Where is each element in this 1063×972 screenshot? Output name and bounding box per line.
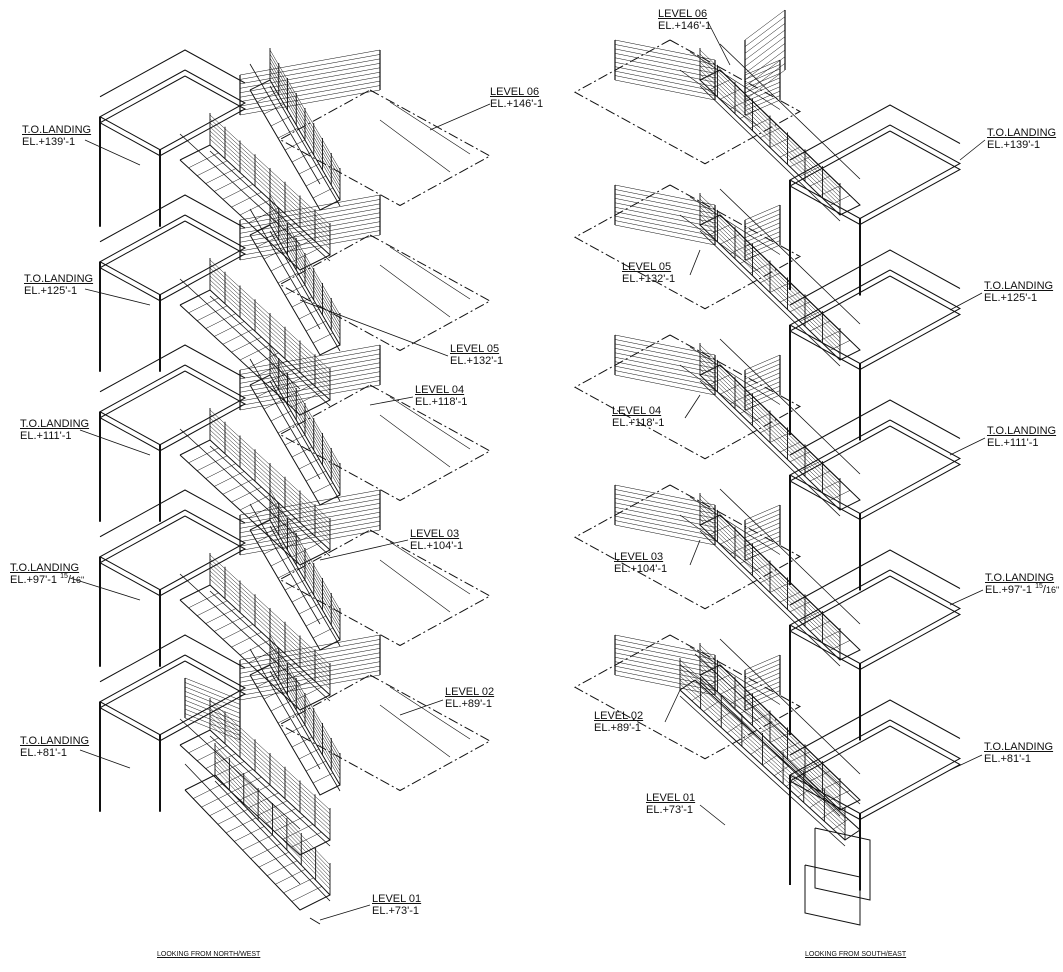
leader-line: [79, 749, 131, 769]
stair-flight: [699, 488, 861, 667]
stair-flight: [699, 43, 861, 222]
floor-slab: [573, 484, 802, 610]
floor-slab: [573, 39, 802, 165]
leader-line: [949, 589, 984, 606]
bottom-frame: [804, 827, 871, 926]
rail-panel: [744, 654, 781, 711]
stair-flight: [179, 113, 331, 271]
leader-line: [84, 139, 141, 166]
rail-panel: [614, 334, 716, 396]
rail-panel: [614, 39, 716, 101]
landing: [98, 49, 247, 227]
right-view-caption: LOOKING FROM SOUTH/EAST: [805, 951, 907, 958]
leader-line: [949, 437, 986, 456]
landing: [788, 549, 962, 741]
leader-line: [84, 288, 151, 306]
floor-slab: [278, 674, 492, 792]
rail-panel: [614, 184, 716, 246]
rail-panel: [744, 9, 786, 101]
leader-line: [69, 577, 141, 601]
leader-line: [319, 539, 409, 561]
rail-panel: [239, 194, 381, 261]
landing: [788, 399, 962, 591]
rail-panel: [614, 634, 716, 696]
leader-line: [707, 21, 731, 66]
stair-flight: [699, 338, 861, 517]
floor-slab: [278, 384, 492, 502]
leader-line: [689, 539, 701, 566]
leader-line: [429, 103, 491, 131]
rail-panel: [239, 489, 381, 556]
rail-panel: [744, 204, 781, 261]
stair-flight: [179, 408, 331, 566]
floor-slab: [573, 334, 802, 460]
leader-line: [299, 299, 449, 357]
stair-flight: [184, 743, 331, 911]
stair-flight: [679, 653, 861, 847]
landing: [788, 249, 962, 441]
stair-flight: [179, 553, 331, 711]
floor-slab: [278, 529, 492, 647]
label-leader-lines: [69, 21, 986, 921]
leader-line: [684, 394, 701, 419]
floor-slab: [278, 234, 492, 352]
rail-panel: [744, 354, 781, 411]
stair-flight: [699, 188, 861, 367]
left-view-caption: LOOKING FROM NORTH/WEST: [157, 951, 261, 958]
leader-line: [369, 396, 414, 406]
leader-line: [79, 429, 151, 456]
floor-slab: [278, 89, 492, 207]
leader-line: [959, 139, 986, 161]
stair-flight: [249, 48, 341, 211]
rail-panel: [239, 634, 381, 701]
stair-flight: [179, 258, 331, 416]
leader-line: [399, 699, 444, 716]
landing: [98, 489, 247, 667]
rail-panel: [184, 677, 241, 741]
leader-line: [319, 904, 371, 921]
leader-line: [689, 249, 701, 276]
left-stair-view: [98, 48, 492, 925]
right-stair-view: [573, 9, 962, 926]
stair-flight: [249, 488, 341, 651]
landing: [788, 104, 962, 296]
rail-panel: [239, 344, 381, 411]
landing: [98, 344, 247, 522]
rail-panel: [744, 504, 781, 561]
landing: [98, 634, 247, 812]
leader-line: [664, 689, 681, 723]
rail-panel: [614, 484, 716, 546]
leader-line: [699, 804, 726, 826]
rail-panel: [239, 49, 381, 116]
floor-slab: [573, 184, 802, 310]
leader-line: [949, 292, 983, 311]
stair-flight: [249, 193, 341, 356]
leader-line: [949, 754, 983, 771]
stair-flight: [179, 698, 331, 856]
stair-flight: [249, 633, 341, 796]
